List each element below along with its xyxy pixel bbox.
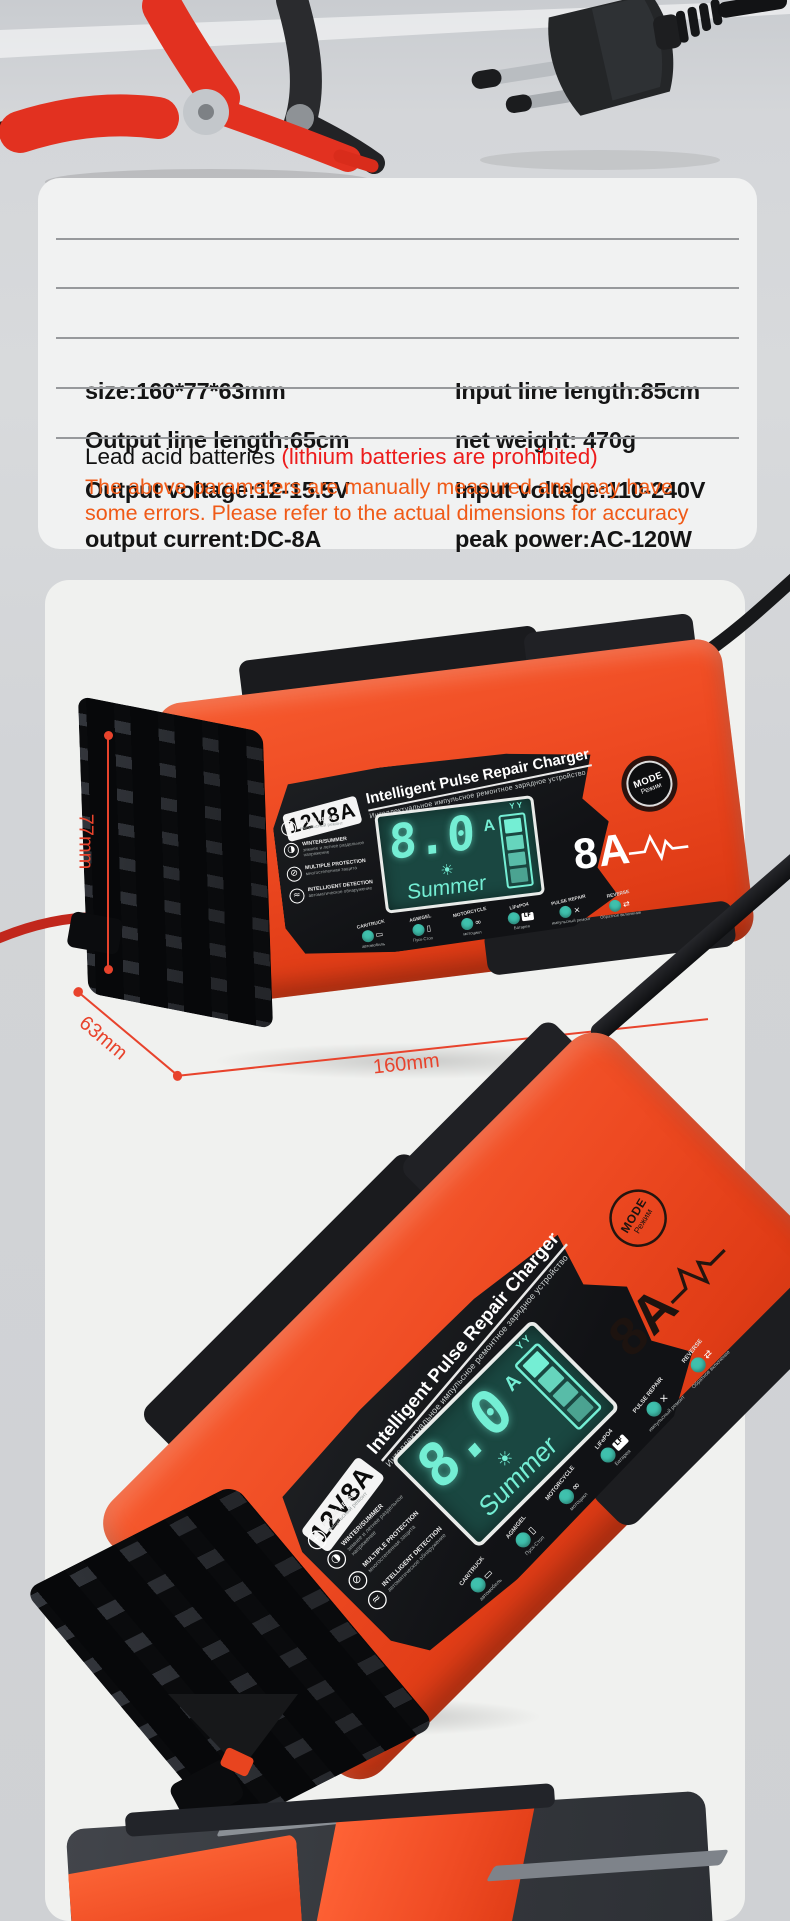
divider (56, 337, 739, 339)
mode-led (360, 929, 375, 943)
lcd-amp-unit: A (482, 816, 496, 836)
car-icon: ▭ (374, 929, 384, 940)
eu-plug (471, 0, 788, 116)
lcd-amps-value: 8.0 (387, 805, 477, 872)
mode-led (460, 917, 474, 931)
charger-tilted-view: 12V8A Intelligent Pulse Repair Charger И… (0, 677, 790, 1921)
spec-peak-power: peak power:AC-120W (455, 526, 692, 552)
clamps-and-plug-photo (0, 0, 790, 195)
spec-input-length: Input line length:85cm (455, 378, 700, 404)
charger-back-view-partial (65, 1783, 729, 1921)
spec-card: size:160*77*63mm Input line length:85cm … (38, 178, 757, 602)
charger-front-view: 12V8A Intelligent Pulse Repair Charger И… (0, 573, 790, 1105)
height-dimension-label: 77mm (74, 813, 97, 870)
lifepo4-icon: LF (521, 912, 534, 921)
spec-input-voltage: Input voltage:110-240V (455, 477, 706, 503)
mode-pulse-repair: PULSE REPAIR×импульсный ремонт (545, 895, 595, 927)
pulse-waveform-icon (670, 1248, 726, 1304)
pulse-repair-icon: + (280, 820, 298, 837)
lcd-display: 8.0 A ☀ Summer YY (374, 795, 546, 914)
spec-output-current: output current:DC-8A (85, 526, 322, 552)
mode-button: MODE Режим (598, 1178, 678, 1258)
clamp-icons: YY (508, 800, 525, 811)
spec-output-length: Output line length:65cm (85, 427, 350, 453)
mode-reverse: REVERSE⇄Обратное включение (595, 890, 645, 921)
mode-led (507, 911, 521, 925)
winter-summer-icon: ◑ (283, 842, 300, 859)
reverse-arrows-icon: ⇄ (622, 899, 631, 909)
detection-icon: ≈ (288, 887, 306, 904)
plug-cable (717, 0, 788, 18)
accessory-photo-strip (0, 0, 790, 210)
battery-icon: ▯ (425, 923, 432, 933)
plug-shadow (480, 150, 720, 170)
red-battery-clamp (0, 0, 379, 173)
divider (56, 387, 739, 389)
measurement-disclaimer: The above parameters are manually measur… (85, 475, 689, 526)
spec-net-weight: net weight: 470g (455, 427, 636, 453)
mode-ru: Обратное включение (599, 909, 642, 920)
spec-output-voltage: Output voltage:12-15.5V (85, 477, 350, 503)
protection-icon: ⊘ (285, 865, 303, 883)
spec-size: size:160*77*63mm (85, 378, 286, 404)
amp-rating-badge: 8A (570, 821, 690, 880)
amp-rating-badge: 8A (597, 1227, 740, 1368)
height-dimension-line (103, 731, 113, 974)
mode-led (608, 899, 622, 913)
motorcycle-icon: ∞ (474, 917, 482, 928)
front-panel: 12V8A Intelligent Pulse Repair Charger И… (267, 730, 706, 965)
mode-led (411, 923, 426, 937)
divider (56, 238, 739, 240)
battery-type-text: Lead acid batteries (85, 444, 282, 469)
front-panel: 12V8A Intelligent Pulse Repair Charger И… (260, 1139, 790, 1674)
mode-led (559, 905, 573, 919)
lithium-warning-text: (lithium batteries are prohibited) (281, 444, 598, 469)
pulse-waveform-icon (628, 833, 689, 861)
divider (56, 287, 739, 289)
amp-rating-text: 8A (570, 824, 634, 880)
divider (56, 437, 739, 439)
battery-type-note: Lead acid batteries (lithium batteries a… (85, 444, 598, 470)
repair-tools-icon: × (573, 905, 581, 915)
mode-button: MODE Режим (619, 754, 680, 814)
